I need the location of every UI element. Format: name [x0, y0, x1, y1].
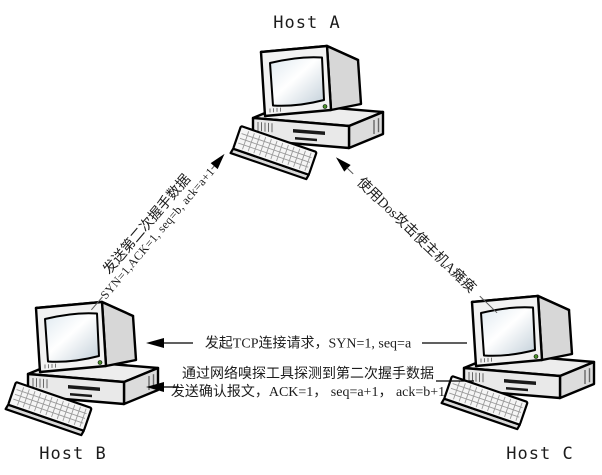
host-a-label: Host A [273, 13, 340, 33]
arrow-b-to-a-label: 发送第二次握手数据 [99, 171, 194, 278]
arrow-c-to-a-label: 使用Dos攻击使主机A瘫痪 [354, 174, 480, 296]
host-b-desktop-computer-icon [4, 300, 160, 437]
arrow-c-to-a-line-start [346, 167, 354, 175]
arrow-c-to-b-ack: 通过网络嗅探工具探测到第二次握手数据 发送确认报文，ACK=1， seq=a+1… [146, 365, 474, 400]
arrow-c-to-b-syn-label: 发起TCP连接请求，SYN=1, seq=a [205, 335, 412, 352]
host-b-label: Host B [39, 444, 106, 464]
arrow-c-to-b-ack-label-line1: 通过网络嗅探工具探测到第二次握手数据 [182, 365, 434, 382]
arrow-c-to-a-line-end [479, 295, 498, 314]
arrow-c-to-a: 使用Dos攻击使主机A瘫痪 [335, 157, 498, 314]
host-c-desktop-computer-icon [440, 294, 596, 431]
arrow-b-to-a: 发送第二次握手数据 SYN=1,ACK=1, seq=b, ack=a+1 [91, 153, 225, 311]
arrow-c-to-b-syn-arrowhead-icon [146, 338, 164, 348]
arrow-c-to-b-ack-label-line2: 发送确认报文，ACK=1， seq=a+1， ack=b+1 [171, 384, 445, 400]
arrow-c-to-b-ack-arrowhead-icon [146, 382, 164, 392]
arrow-c-to-b-syn: 发起TCP连接请求，SYN=1, seq=a [146, 335, 467, 352]
host-c-label: Host C [506, 444, 573, 464]
arrow-b-to-a-params: SYN=1,ACK=1, seq=b, ack=a+1 [97, 165, 217, 302]
host-a-desktop-computer-icon [229, 44, 385, 181]
arrow-b-to-a-arrowhead-icon [210, 153, 225, 170]
arrow-b-to-a-line-start [91, 296, 103, 311]
